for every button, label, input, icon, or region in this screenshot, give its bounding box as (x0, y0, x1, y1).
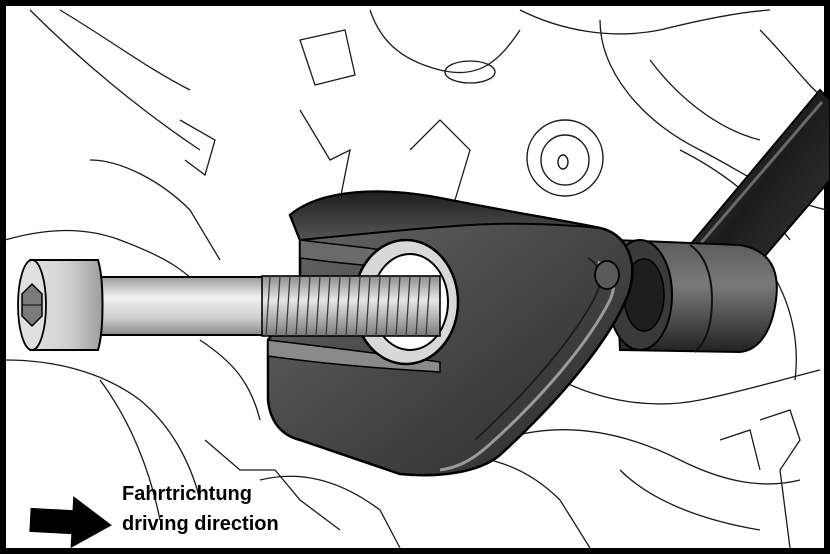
bushing (607, 238, 778, 354)
background-linework (4, 9, 828, 549)
round-boss (526, 119, 604, 197)
label-english: driving direction (122, 513, 279, 535)
right-arrow-icon (29, 496, 112, 549)
socket-head-bolt (17, 259, 441, 351)
label-german: Fahrtrichtung (122, 483, 252, 505)
